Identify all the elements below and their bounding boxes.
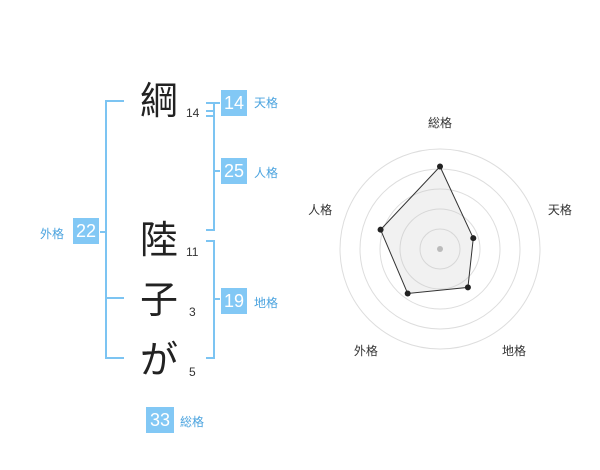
radar-axis-label-3: 地格 xyxy=(502,343,526,358)
radar-points xyxy=(377,163,477,297)
radar-axis-label-1: 総格 xyxy=(428,115,452,130)
radar-ring xyxy=(399,208,481,290)
stroke-count-1: 14 xyxy=(186,106,200,120)
soukaku-label: 総格 xyxy=(180,415,205,429)
jinkaku-label: 人格 xyxy=(254,166,279,180)
radar-point-1 xyxy=(437,163,443,170)
radar-point-5 xyxy=(377,226,384,233)
tenkaku-label: 天格 xyxy=(254,96,279,110)
radar-point-4 xyxy=(404,290,411,297)
radar-point-3 xyxy=(464,284,471,291)
jinkaku-badge: 25 xyxy=(221,158,247,184)
radar-axis-label-4: 外格 xyxy=(354,343,378,358)
gaikaku-label: 外格 xyxy=(40,227,65,241)
radar-axis-label-2: 天格 xyxy=(548,202,572,217)
radar-axis-label-5: 人格 xyxy=(308,202,332,217)
radar-series-polygon xyxy=(379,165,474,295)
name-char-3: 子 xyxy=(140,278,179,322)
name-char-2: 陸 xyxy=(140,218,179,262)
radar-ring xyxy=(419,228,461,270)
name-char-4: が xyxy=(140,338,179,382)
stroke-count-2: 11 xyxy=(186,245,199,259)
tenkaku-badge: 14 xyxy=(221,90,247,116)
radar-grid xyxy=(339,148,541,350)
name-char-1: 綱 xyxy=(140,79,179,123)
stroke-count-3: 3 xyxy=(189,305,196,319)
radar-point-2 xyxy=(470,235,477,242)
gaikaku-badge: 22 xyxy=(73,218,99,244)
chikaku-label: 地格 xyxy=(254,296,279,310)
stroke-count-4: 5 xyxy=(189,365,196,379)
chikaku-badge: 19 xyxy=(221,288,247,314)
radar-ring xyxy=(339,148,541,350)
soukaku-badge: 33 xyxy=(146,407,174,433)
radar-ring xyxy=(379,188,501,310)
radar-center-dot xyxy=(437,246,443,252)
